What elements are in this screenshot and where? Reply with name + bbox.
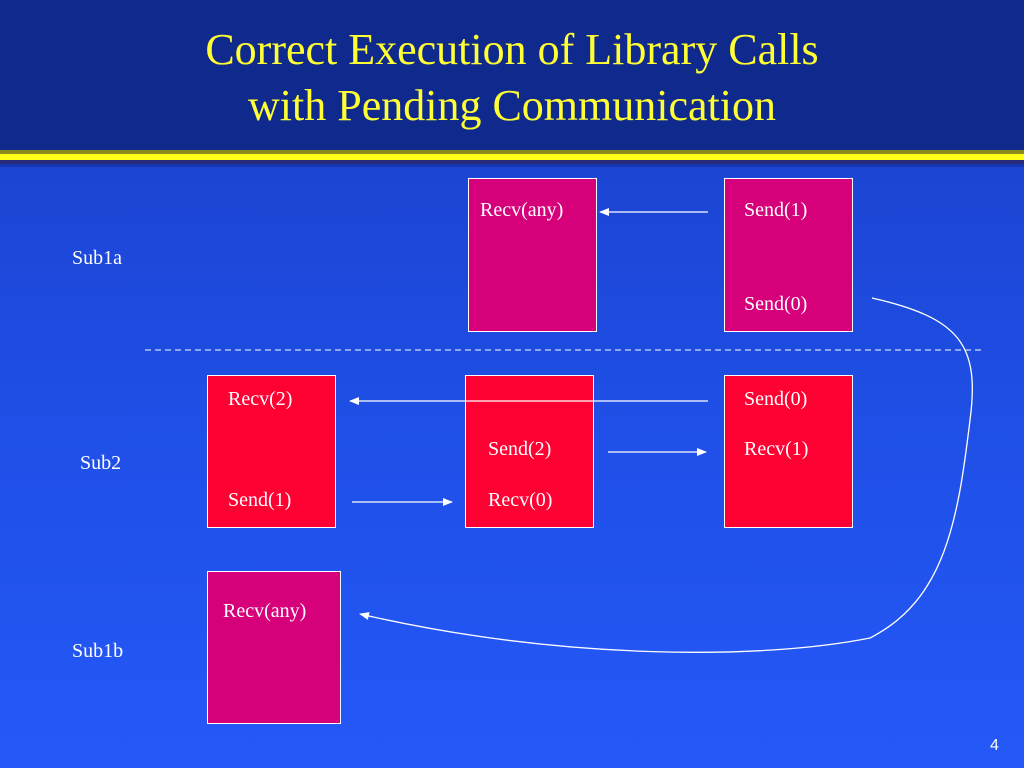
sub2-middle-call-1: Send(2) xyxy=(488,438,552,460)
page-number: 4 xyxy=(990,737,999,754)
slide-title-line-2: with Pending Communication xyxy=(248,81,776,130)
sub2-left-call-1: Recv(2) xyxy=(228,388,293,410)
sub2-left-process-box xyxy=(207,375,336,528)
slide-title-line-1: Correct Execution of Library Calls xyxy=(205,25,819,74)
row-label-sub2: Sub2 xyxy=(80,452,122,474)
slide-title: Correct Execution of Library Calls with … xyxy=(0,22,1024,134)
header-divider-blue xyxy=(0,164,1024,167)
sub2-middle-call-2: Recv(0) xyxy=(488,489,553,511)
title-header: Correct Execution of Library Calls with … xyxy=(0,0,1024,150)
sub1b-left-process-box xyxy=(207,571,341,724)
sub1a-middle-process-box xyxy=(468,178,597,332)
row-label-sub1b: Sub1b xyxy=(72,640,124,662)
arrow-send0-to-sub1b-recvany xyxy=(359,297,973,653)
sub1a-right-process-box xyxy=(724,178,853,332)
sub2-right-process-box xyxy=(724,375,853,528)
sub1b-left-call-1: Recv(any) xyxy=(223,600,307,622)
header-divider-olive xyxy=(0,150,1024,154)
sub2-left-call-2: Send(1) xyxy=(228,489,292,511)
header-divider-dark xyxy=(0,160,1024,164)
sub1a-right-call-1: Send(1) xyxy=(744,199,808,221)
sub2-right-call-2: Recv(1) xyxy=(744,438,809,460)
sub2-right-call-1: Send(0) xyxy=(744,388,808,410)
row-label-sub1a: Sub1a xyxy=(72,247,122,269)
header-divider-yellow xyxy=(0,154,1024,160)
sub1a-right-call-2: Send(0) xyxy=(744,293,808,315)
sub1a-middle-call-1: Recv(any) xyxy=(480,199,564,221)
